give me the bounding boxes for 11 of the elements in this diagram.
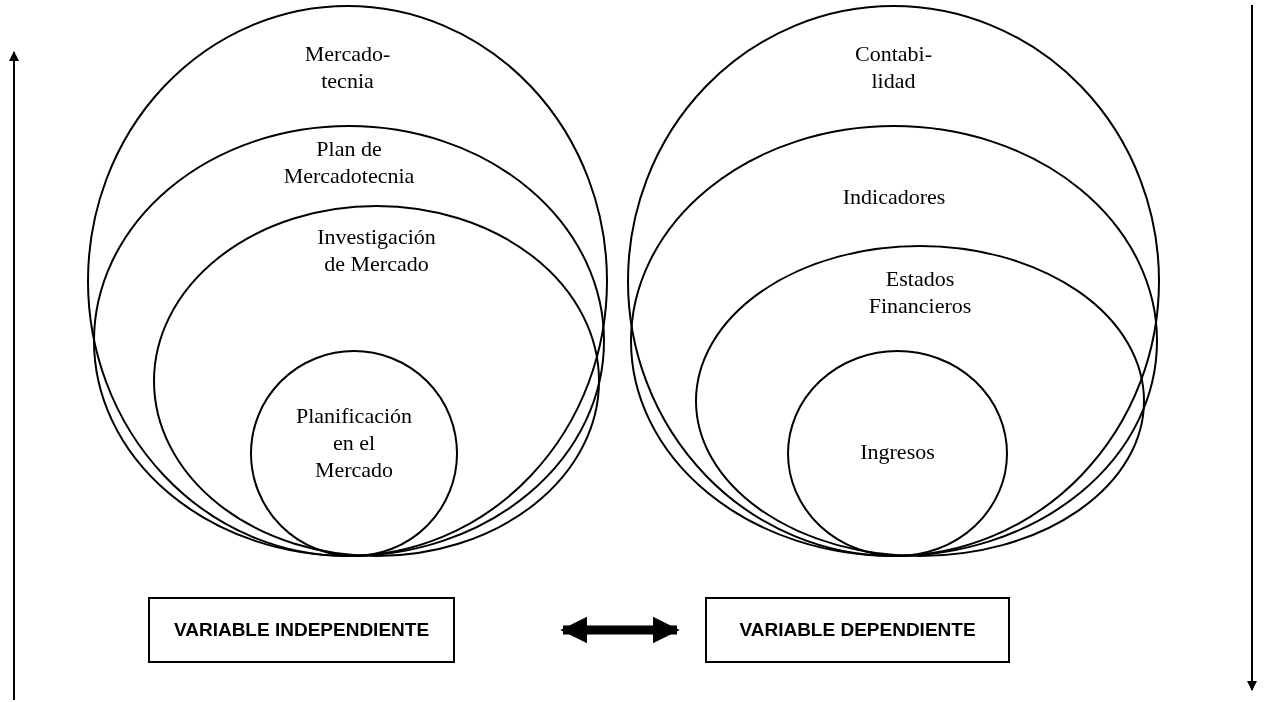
double-arrow <box>560 616 680 644</box>
variable-box: VARIABLE DEPENDIENTE <box>705 597 1010 663</box>
circle-label: Contabi-lidad <box>854 40 933 94</box>
circle-label: Indicadores <box>841 183 947 210</box>
variable-box: VARIABLE INDEPENDIENTE <box>148 597 455 663</box>
circle-label: Planificación en el Mercado <box>294 402 414 483</box>
circle-label: Mercado-tecnia <box>303 40 392 94</box>
circle-label: Ingresos <box>859 438 936 465</box>
circle-label: Investigación de Mercado <box>316 223 437 277</box>
circle-label: Plan de Mercadotecnia <box>282 135 416 189</box>
circle-label: Estados Financieros <box>867 265 973 319</box>
